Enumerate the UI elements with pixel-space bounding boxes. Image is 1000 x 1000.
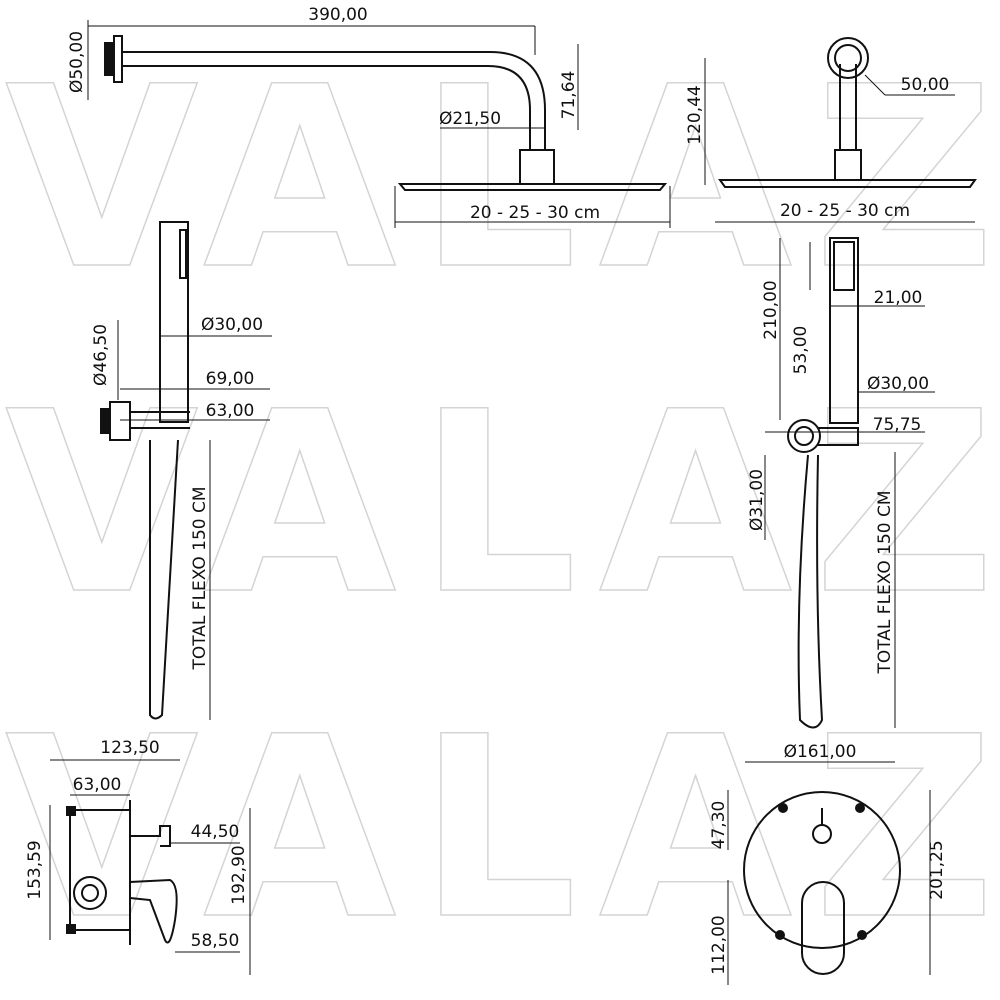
dim-head-length: 53,00: [791, 326, 811, 375]
watermark-row-3: VALAZ: [5, 683, 995, 974]
dim-outlet-diameter: Ø31,00: [747, 469, 767, 531]
dim-lever-offset: 112,00: [709, 915, 729, 974]
hand-shower-front-view: 210,00 53,00 21,00 Ø30,00 75,75 Ø31,00 T…: [747, 237, 935, 729]
dim-depth-63: 63,00: [206, 401, 255, 421]
dim-body-height: 153,59: [25, 840, 45, 899]
dim-diverter-offset: 47,30: [709, 801, 729, 850]
dim-arm-diameter: Ø21,50: [439, 109, 501, 129]
watermark-row-1: VALAZ: [5, 33, 995, 324]
mixer-side-view: 123,50 63,00 153,59 44,50 192,90 58,50: [25, 738, 251, 975]
dim-head-size-front: 20 - 25 - 30 cm: [780, 201, 910, 221]
mixer-front-view: Ø161,00 47,30 201,25 112,00: [709, 742, 947, 985]
dim-flange-diameter: Ø50,00: [67, 31, 87, 93]
dim-handle-diameter-front: Ø30,00: [867, 374, 929, 394]
dim-front-height: 201,25: [927, 840, 947, 899]
dim-head-width: 21,00: [874, 288, 923, 308]
dim-front-flange: 50,00: [901, 75, 950, 95]
shower-arm-front-view: 50,00 120,44 20 - 25 - 30 cm: [685, 37, 977, 223]
dim-lever: 58,50: [191, 931, 240, 951]
watermark-row-2: VALAZ: [5, 358, 995, 649]
dim-depth-69: 69,00: [206, 369, 255, 389]
dim-hose-side: TOTAL FLEXO 150 CM: [190, 486, 210, 670]
dim-front-height: 120,44: [685, 85, 705, 144]
dim-total-depth: 123,50: [100, 738, 159, 758]
dim-hose-front: TOTAL FLEXO 150 CM: [875, 490, 895, 674]
dim-holder-width: 75,75: [873, 415, 922, 435]
dim-hand-length: 210,00: [761, 280, 781, 339]
dim-holder-diameter: Ø46,50: [91, 324, 111, 386]
dim-diverter: 44,50: [191, 822, 240, 842]
dim-plate-height: 192,90: [229, 845, 249, 904]
dim-handle-diameter-side: Ø30,00: [201, 315, 263, 335]
hand-shower-side-view: Ø30,00 Ø46,50 69,00 63,00 TOTAL FLEXO 15…: [91, 221, 272, 720]
dim-arm-length: 390,00: [308, 5, 367, 25]
dim-arm-drop: 71,64: [559, 71, 579, 120]
watermark: VALAZ VALAZ VALAZ: [4, 32, 996, 975]
dim-body-depth: 63,00: [73, 775, 122, 795]
dim-head-size-side: 20 - 25 - 30 cm: [470, 203, 600, 223]
dim-plate-diameter: Ø161,00: [784, 742, 857, 762]
shower-arm-side-view: 390,00 Ø50,00 71,64 Ø21,50 20 - 25 - 30 …: [67, 5, 671, 228]
